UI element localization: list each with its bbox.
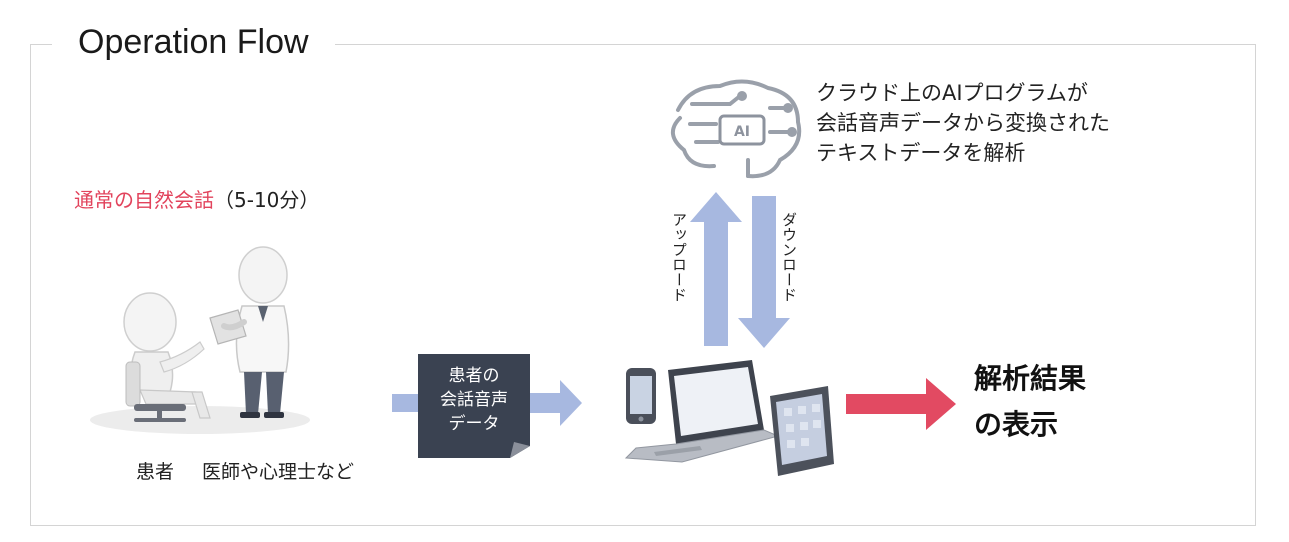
- conversation-caption: 通常の自然会話（5-10分）: [74, 185, 319, 215]
- result-line: 解析結果: [974, 362, 1087, 395]
- result-text: 解析結果 の表示: [974, 356, 1086, 448]
- ai-chip: [718, 114, 766, 146]
- download-arrow: [738, 196, 790, 348]
- flow-arrow-left-stem: [392, 394, 418, 412]
- download-label: ダウンロード: [780, 212, 798, 302]
- ai-brain-icon: [671, 79, 802, 179]
- patient-label: 患者: [136, 461, 175, 483]
- patient-figure: [123, 292, 211, 422]
- clinician-label: 医師や心理士など: [202, 461, 355, 483]
- ai-description-line: テキストデータを解析: [816, 141, 1026, 165]
- ai-chip-label: AI: [734, 124, 750, 140]
- diagram-frame: [30, 44, 1256, 526]
- laptop-icon: [624, 360, 780, 463]
- conversation-duration: （5-10分）: [214, 188, 320, 212]
- page-title: Operation Flow: [52, 20, 335, 64]
- ai-description-line: 会話音声データから変換された: [816, 111, 1110, 135]
- flow-arrow-right: [530, 380, 582, 426]
- voice-data-document: [418, 354, 530, 458]
- ai-description: クラウド上のAIプログラムが 会話音声データから変換された テキストデータを解析: [816, 78, 1110, 168]
- conversation-label: 通常の自然会話: [74, 188, 214, 212]
- document-text: 患者の 会話音声 データ: [418, 364, 530, 436]
- upload-arrow: [690, 192, 742, 346]
- people-labels: 患者 医師や心理士など: [136, 458, 382, 486]
- smartphone-icon: [626, 368, 656, 424]
- ai-description-line: クラウド上のAIプログラムが: [816, 81, 1088, 105]
- result-arrow: [846, 378, 956, 430]
- result-line: の表示: [974, 408, 1059, 441]
- clinician-figure: [209, 246, 290, 418]
- tablet-icon: [770, 386, 834, 476]
- document-fold: [510, 442, 530, 458]
- document-line: 患者の: [448, 366, 500, 386]
- upload-label: アップロード: [670, 212, 688, 302]
- document-line: データ: [448, 414, 500, 434]
- document-line: 会話音声: [440, 390, 508, 410]
